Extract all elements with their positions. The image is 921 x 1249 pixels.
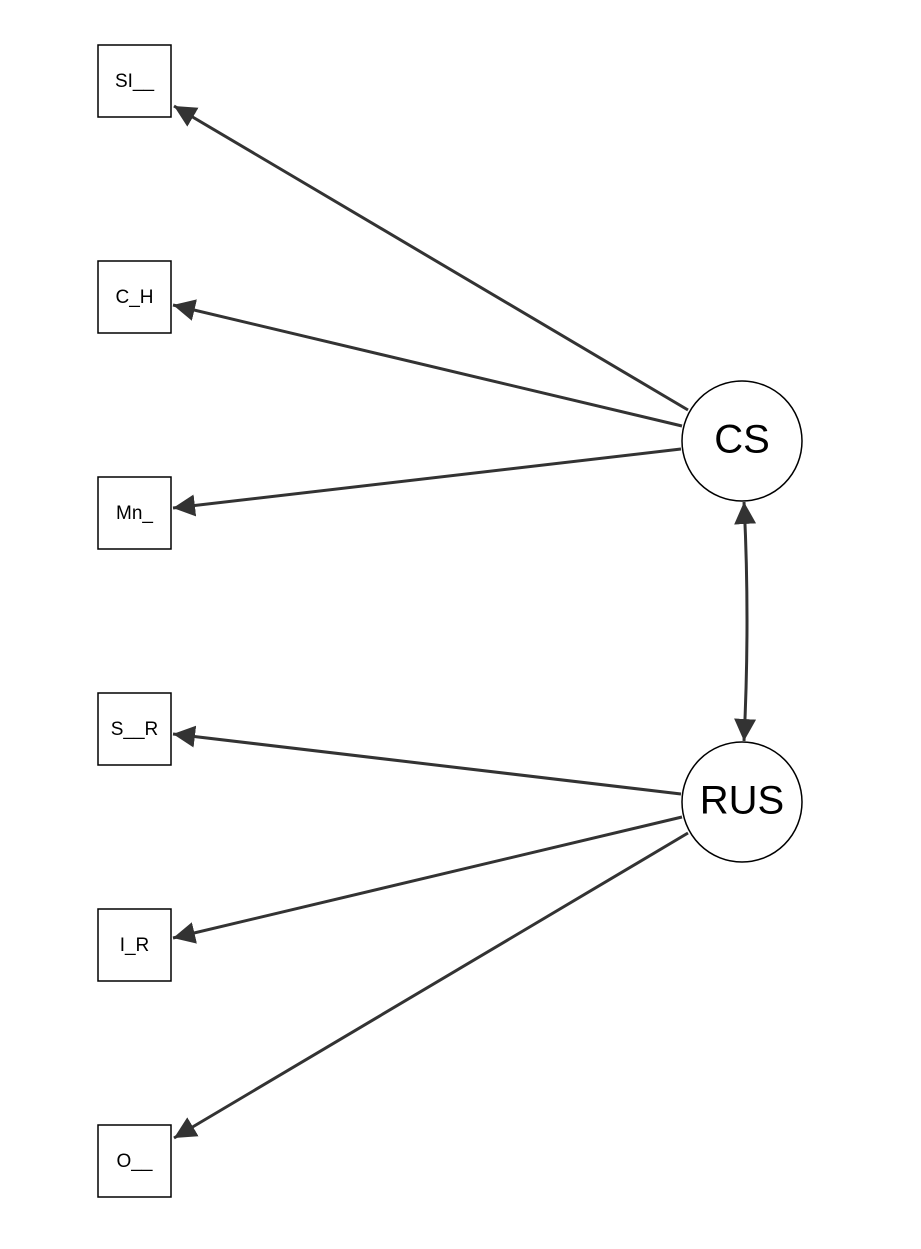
edge-rus-o [173, 831, 689, 1140]
edges [172, 104, 757, 1140]
edge-cs-rus-covariance [734, 501, 757, 742]
indicator-mn: Mn_ [97, 476, 172, 550]
latent-label: RUS [700, 779, 784, 823]
indicator-box [97, 44, 172, 118]
indicator-label: S__R [111, 719, 159, 740]
edge-rus-ir [172, 815, 683, 944]
indicator-ir: I_R [97, 908, 172, 982]
indicator-box [97, 908, 172, 982]
latent-label: CS [714, 418, 770, 462]
indicator-label: I_R [120, 935, 150, 956]
indicator-box [97, 1124, 172, 1198]
indicator-label: SI__ [115, 71, 155, 92]
indicator-o: O__ [97, 1124, 172, 1198]
edge-rus-sr [172, 725, 682, 796]
indicator-box [97, 692, 172, 766]
indicator-ch: C_H [97, 260, 172, 334]
indicator-sr: S__R [97, 692, 172, 766]
latent-cs: CS [681, 380, 803, 502]
latent-rus: RUS [681, 741, 803, 863]
indicator-label: C_H [115, 287, 153, 308]
indicator-box [97, 260, 172, 334]
indicator-label: O__ [117, 1151, 153, 1172]
indicator-box [97, 476, 172, 550]
latent-circle [681, 380, 803, 502]
indicator-si: SI__ [97, 44, 172, 118]
edge-cs-mn [172, 447, 682, 517]
latent-circle [681, 741, 803, 863]
indicator-label: Mn_ [116, 503, 153, 524]
edge-cs-ch [172, 299, 683, 428]
edge-cs-si [173, 104, 689, 412]
